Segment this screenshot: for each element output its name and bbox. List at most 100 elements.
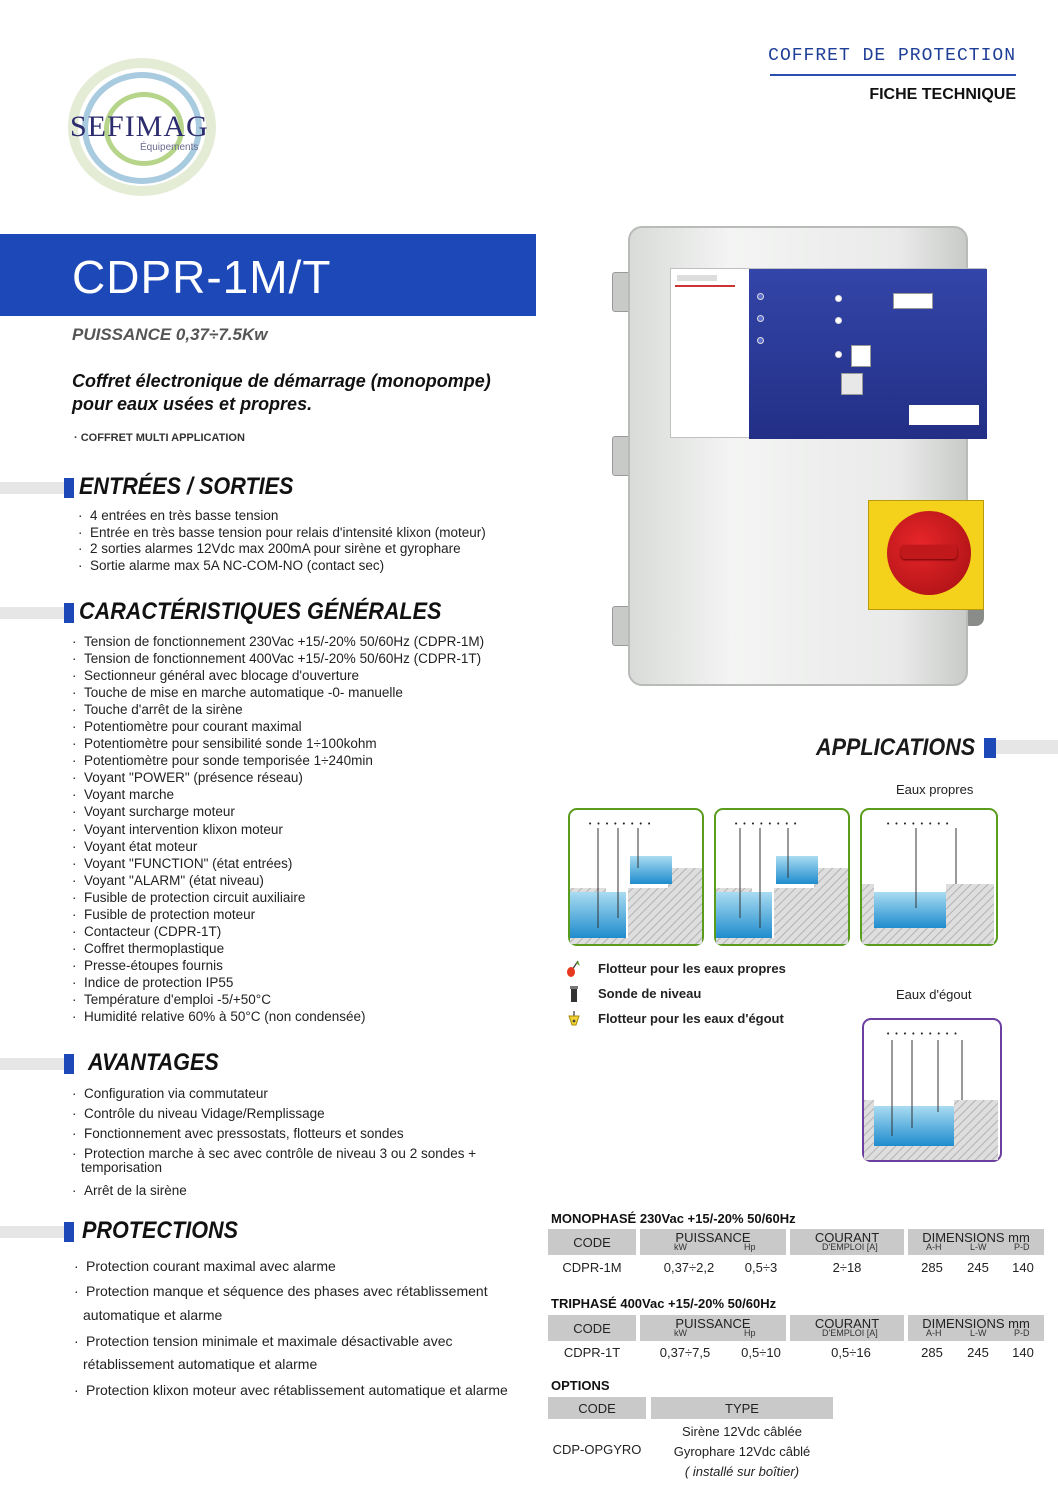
list-item: Configuration via commutateur [72, 1084, 476, 1104]
svg-text:• • • • • • • •: • • • • • • • • [734, 820, 797, 828]
list-item: Indice de protection IP55 [72, 974, 484, 991]
section-title-general: CARACTÉRISTIQUES GÉNÉRALES [79, 598, 442, 625]
list-item: Voyant "FUNCTION" (état entrées) [72, 855, 484, 872]
table-header-dimensions: DIMENSIONS mm A-H L-W P-D [908, 1229, 1044, 1255]
header-divider [770, 74, 1016, 76]
motor-led-icon [835, 317, 842, 324]
advantages-list-end: Arrêt de la sirène [72, 1183, 187, 1198]
legend-label: Flotteur pour les eaux d'égout [598, 1011, 784, 1026]
sheet-label: FICHE TECHNIQUE [869, 86, 1016, 103]
protections-list: Protection courant maximal avec alarme P… [74, 1258, 488, 1299]
tri-table-caption: TRIPHASÉ 400Vac +15/-20% 50/60Hz [551, 1296, 777, 1311]
diagram-3: • • • • • • • • [860, 808, 998, 946]
product-description: Coffret électronique de démarrage (monop… [72, 370, 532, 416]
list-item: Voyant "ALARM" (état niveau) [72, 872, 484, 889]
control-panel-face [749, 269, 987, 439]
list-item: Fusible de protection circuit auxiliaire [72, 889, 484, 906]
power-led-icon [757, 293, 764, 300]
svg-text:• • • • • • • •: • • • • • • • • [886, 820, 949, 828]
list-item: Voyant marche [72, 786, 484, 803]
power-range: PUISSANCE 0,37÷7.5Kw [72, 325, 268, 344]
switch-knob[interactable] [887, 511, 971, 595]
title-banner: CDPR-1M/T [0, 234, 536, 316]
sewage-water-diagram: • • • • • • • • • [862, 1018, 1002, 1162]
list-item: Voyant intervention klixon moteur [72, 821, 484, 838]
section-band [0, 1058, 64, 1070]
list-item: Arrêt de la sirène [72, 1183, 187, 1198]
general-list: Tension de fonctionnement 230Vac +15/-20… [72, 633, 484, 1025]
list-item: Entrée en très basse tension pour relais… [78, 525, 486, 542]
float-clean-icon [567, 960, 580, 977]
list-item: Tension de fonctionnement 230Vac +15/-20… [72, 633, 484, 650]
switch-handle[interactable] [901, 545, 957, 559]
list-item: Potentiomètre pour courant maximal [72, 718, 484, 735]
function-led-icon [757, 315, 764, 322]
table-header-dimensions: DIMENSIONS mm A-H L-W P-D [908, 1315, 1044, 1341]
table-header-code: CODE [548, 1229, 636, 1255]
logo-wordmark: SEFIMAG [70, 110, 209, 143]
list-item: Tension de fonctionnement 400Vac +15/-20… [72, 650, 484, 667]
mono-table-caption: MONOPHASÉ 230Vac +15/-20% 50/60Hz [551, 1211, 796, 1226]
level-probe-icon [570, 986, 578, 1002]
protections-continuation: automatique et alarme [83, 1307, 223, 1323]
io-list: 4 entrées en très basse tension Entrée e… [78, 508, 486, 574]
table-header-code: CODE [548, 1315, 636, 1341]
made-in-italy-label [677, 275, 717, 281]
section-band [0, 607, 64, 619]
option-line: Sirène 12Vdc câblée [682, 1424, 802, 1439]
list-item: Contacteur (CDPR-1T) [72, 923, 484, 940]
section-band [996, 740, 1058, 754]
list-item: Presse-étoupes fournis [72, 957, 484, 974]
table-header-current: COURANT D'EMPLOI [A] [790, 1315, 904, 1341]
list-item: Fusible de protection moteur [72, 906, 484, 923]
logo-subtitle: Équipements [140, 142, 199, 153]
list-item: 4 entrées en très basse tension [78, 508, 486, 525]
protections-continuation: rétablissement automatique et alarme [83, 1356, 318, 1372]
list-item: Sortie alarme max 5A NC-COM-NO (contact … [78, 558, 486, 575]
document-type: COFFRET DE PROTECTION [768, 46, 1016, 66]
list-item: Humidité relative 60% à 50°C (non conden… [72, 1008, 484, 1025]
main-disconnect-switch[interactable] [868, 500, 984, 610]
list-item: Coffret thermoplastique [72, 940, 484, 957]
stop-siren-button[interactable] [841, 373, 863, 395]
reset-button[interactable] [893, 293, 933, 309]
section-marker [64, 1054, 74, 1074]
enclosure [628, 226, 987, 686]
section-band [0, 482, 64, 494]
list-item: Touche de mise en marche automatique -0-… [72, 684, 484, 701]
section-marker [64, 478, 74, 498]
list-item: Fonctionnement avec pressostats, flotteu… [72, 1124, 476, 1144]
multi-application-note: · COFFRET MULTI APPLICATION [74, 432, 245, 444]
diagram-1: • • • • • • • • [568, 808, 704, 946]
section-title-io: ENTRÉES / SORTIES [79, 473, 294, 500]
description-line-2: pour eaux usées et propres. [72, 394, 313, 414]
applications-title: APPLICATIONS [816, 734, 976, 761]
alarm-led-icon [757, 337, 764, 344]
description-line-1: Coffret électronique de démarrage (monop… [72, 371, 491, 391]
diagram-2: • • • • • • • • [714, 808, 850, 946]
list-item: Protection klixon moteur avec rétablisse… [74, 1382, 508, 1398]
advantages-list: Configuration via commutateur Contrôle d… [72, 1084, 476, 1164]
float-sewage-icon [568, 1011, 580, 1026]
list-item: Touche d'arrêt de la sirène [72, 701, 484, 718]
list-item: Potentiomètre pour sonde temporisée 1÷24… [72, 752, 484, 769]
section-title-advantages: AVANTAGES [88, 1049, 219, 1076]
option-line: ( installé sur boîtier) [684, 1464, 800, 1479]
legend-label: Sonde de niveau [598, 986, 702, 1001]
section-band [0, 1226, 64, 1238]
table-header-code: CODE [548, 1397, 646, 1419]
advantages-continuation: temporisation [81, 1160, 163, 1175]
list-item: Voyant surcharge moteur [72, 803, 484, 820]
protections-list-2: Protection tension minimale et maximale … [74, 1333, 453, 1349]
control-panel [670, 268, 987, 439]
section-marker [64, 603, 74, 623]
table-header-power: PUISSANCE kW Hp [640, 1229, 786, 1255]
list-item: 2 sorties alarmes 12Vdc max 200mA pour s… [78, 541, 486, 558]
motor-led-icon [835, 295, 842, 302]
mode-switch[interactable] [851, 345, 871, 367]
list-item: Protection tension minimale et maximale … [74, 1333, 453, 1349]
brand-stripe [675, 285, 735, 287]
table-header-current: COURANT D'EMPLOI [A] [790, 1229, 904, 1255]
list-item: Protection marche à sec avec contrôle de… [72, 1144, 476, 1164]
selector-icon [835, 351, 842, 358]
